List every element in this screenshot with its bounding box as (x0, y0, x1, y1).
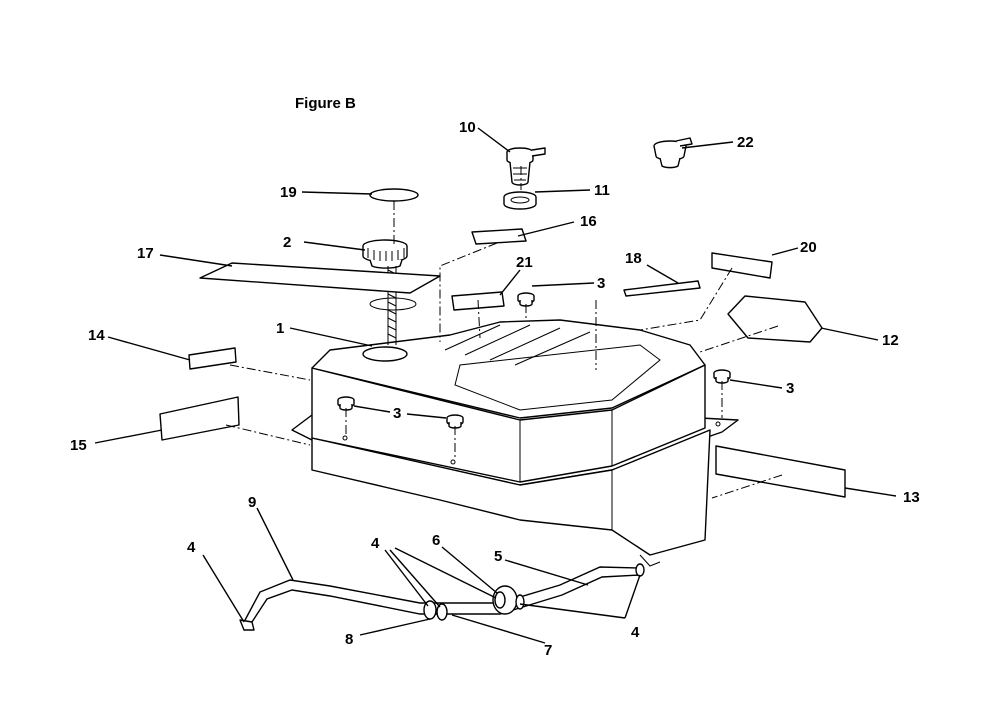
figure-title: Figure B (295, 95, 356, 112)
callout-4-mid: 4 (371, 535, 380, 552)
assembly-lines (225, 166, 783, 499)
callout-19: 19 (280, 184, 297, 201)
callout-3-top: 3 (597, 275, 605, 292)
decal-12 (727, 295, 823, 343)
decal-17 (199, 262, 441, 294)
fuel-tank (291, 319, 739, 567)
callout-12: 12 (882, 332, 899, 349)
callout-22: 22 (737, 134, 754, 151)
callout-3-right: 3 (786, 380, 794, 397)
callout-16: 16 (580, 213, 597, 230)
callout-17: 17 (137, 245, 154, 262)
filler-ring (369, 297, 417, 311)
cap-gasket (369, 188, 419, 202)
callout-10: 10 (459, 119, 476, 136)
callout-14: 14 (88, 327, 105, 344)
callout-2: 2 (283, 234, 291, 251)
decal-18 (623, 280, 701, 297)
grommet-3-left-b (446, 414, 464, 429)
callout-18: 18 (625, 250, 642, 267)
callout-5: 5 (494, 548, 502, 565)
callout-13: 13 (903, 489, 920, 506)
callout-15: 15 (70, 437, 87, 454)
callout-1: 1 (276, 320, 284, 337)
callout-11: 11 (594, 182, 610, 199)
vent-grommet (503, 191, 537, 210)
callout-3-left: 3 (393, 405, 401, 422)
callout-6: 6 (432, 532, 440, 549)
callout-labels: 1 2 3 3 3 4 4 4 5 6 7 8 9 10 11 12 13 14… (70, 119, 920, 659)
callout-8: 8 (345, 631, 353, 648)
decal-15 (159, 396, 240, 441)
grommet-3-top (517, 292, 535, 307)
callout-7: 7 (544, 642, 552, 659)
decal-16 (471, 228, 527, 245)
decal-20 (711, 252, 773, 279)
hose-clamps (423, 563, 645, 621)
decal-13 (715, 445, 846, 498)
callout-9: 9 (248, 494, 256, 511)
fuel-filter (492, 585, 518, 615)
callout-4-right: 4 (631, 624, 640, 641)
fuel-line (239, 566, 641, 631)
decal-14 (188, 347, 237, 370)
fuel-cap (362, 239, 408, 269)
grommet-3-left-a (337, 396, 355, 411)
vent-valve (506, 147, 546, 186)
callout-20: 20 (800, 239, 817, 256)
callout-21: 21 (516, 254, 533, 271)
fitting-22 (653, 137, 693, 169)
leader-lines (94, 127, 897, 644)
callout-4-left: 4 (187, 539, 196, 556)
